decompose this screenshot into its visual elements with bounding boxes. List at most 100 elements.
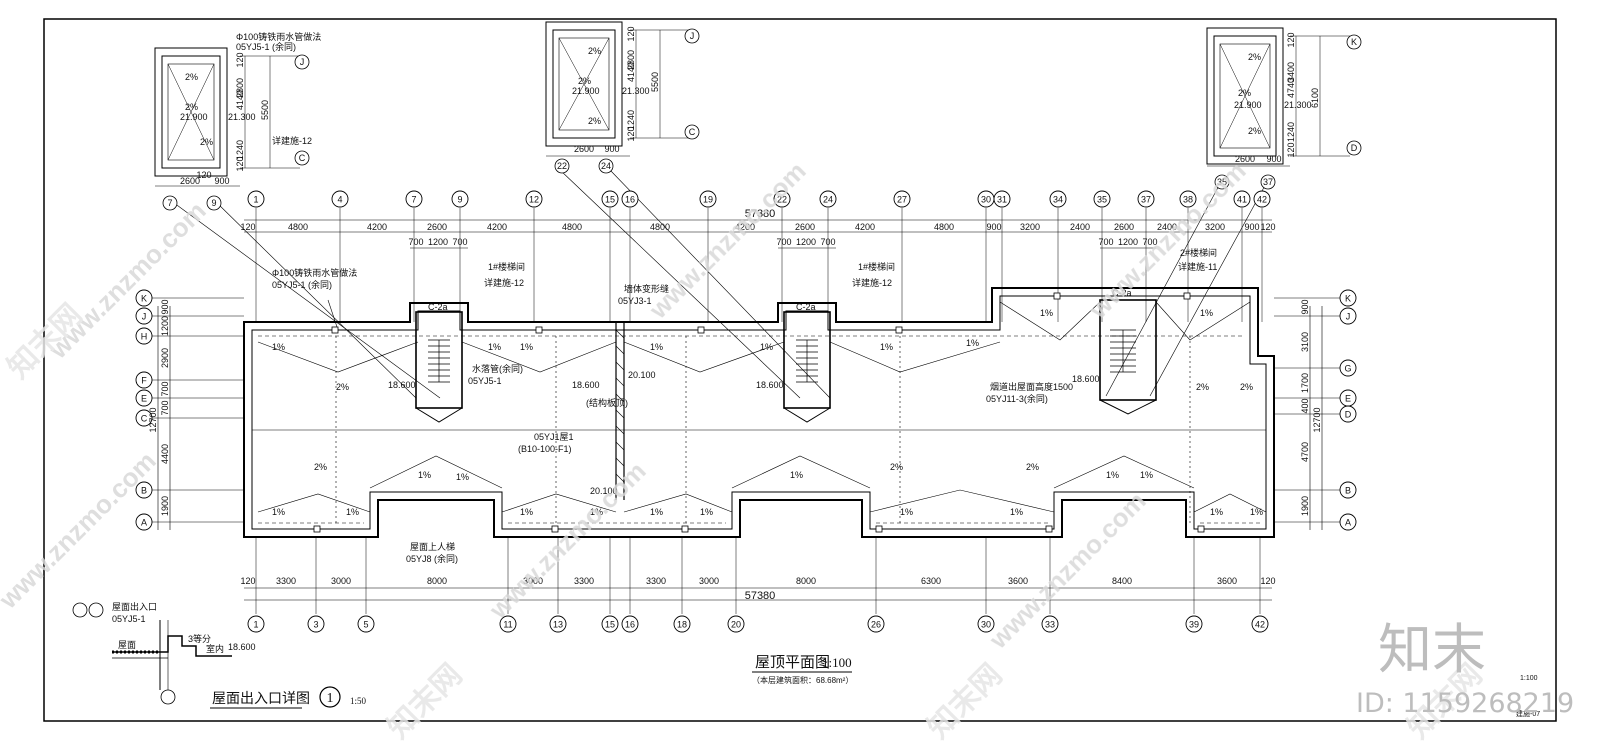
axis-bubble-top: 7 (405, 190, 423, 208)
axis-bubble-top: 4 (331, 190, 349, 208)
inset-dim: 4740 (1286, 78, 1296, 98)
axis-bubble-left: K (135, 289, 153, 307)
axis-bubble-label: K (141, 294, 147, 304)
dim-top: 4200 (855, 222, 875, 232)
inset-bubble-label: 37 (1263, 177, 1273, 187)
inset-bubble-label: J (300, 57, 305, 67)
dim-top: 3200 (1020, 222, 1040, 232)
axis-bubble-bottom: 16 (621, 615, 639, 633)
plan-labels: 1#楼梯间 详建施-12 1#楼梯间 详建施-12 2#楼梯间 详建施-11 Φ… (272, 247, 1217, 564)
inset-bubbles (162, 28, 1362, 211)
axis-bubble-label: 30 (981, 195, 991, 205)
axis-bubble-circle (135, 371, 153, 389)
dim-right-total: 12700 (1312, 407, 1322, 432)
inset-plan-left (154, 47, 300, 187)
axis-bubble-top: 22 (773, 190, 791, 208)
label-gutter-ref: 05YJ5-1 (468, 376, 502, 386)
slope-mark: 2% (1196, 382, 1209, 392)
inset-dim: 120 (626, 26, 636, 41)
axis-bubble-bottom: 1 (247, 615, 265, 633)
axis-bubble-right: B (1339, 481, 1357, 499)
dim-top: 4200 (487, 222, 507, 232)
axis-bubble-label: J (1346, 312, 1351, 322)
dim-bottom: 8000 (796, 576, 816, 586)
dim-stair: 700 (820, 237, 835, 247)
dim-bottom: 3000 (699, 576, 719, 586)
axis-bubble-circle (451, 190, 469, 208)
plan-title-scale: 1:100 (822, 655, 852, 670)
label-roof-ref: 05YJ1屋1 (534, 432, 574, 442)
inset-elev: 21.900 (572, 86, 600, 96)
axis-bubble-label: 42 (1255, 620, 1265, 630)
inset-dim-width: 900 (214, 176, 229, 186)
axis-bubble-circle (621, 615, 639, 633)
axis-bubble-circle (773, 190, 791, 208)
axis-bubble-bottom: 30 (977, 615, 995, 633)
axis-bubble-label: 26 (871, 620, 881, 630)
inset-bubble-label: J (690, 31, 695, 41)
dim-top: 4800 (650, 222, 670, 232)
label-c2a-1: C-2a (428, 302, 448, 312)
dim-left: 700 (160, 400, 170, 415)
roof-drains (313, 292, 1205, 533)
dim-top-total: 57380 (745, 208, 776, 220)
inset-plan-right (1206, 27, 1350, 167)
slope-mark: 1% (1250, 507, 1263, 517)
slope-mark: 2% (1240, 382, 1253, 392)
slope-mark: 1% (650, 342, 663, 352)
inset-dim: 2800 (626, 50, 636, 70)
axis-bubble-top: 12 (525, 190, 543, 208)
slope-mark: 1% (880, 342, 893, 352)
axis-bubble-right: E (1339, 389, 1357, 407)
slope-mark: 1% (418, 470, 431, 480)
axis-bubble-circle (247, 615, 265, 633)
axis-bubble-circle (893, 190, 911, 208)
corner-scale: 1:100 (1520, 675, 1538, 682)
dim-right: 400 (1300, 398, 1310, 413)
axis-bubble-left: H (135, 327, 153, 345)
inset-dim-width: 2600 (1235, 154, 1255, 164)
inset-bubble-labels: 7 9 J C 22 24 J C 35 37 K D (167, 31, 1357, 208)
axis-bubble-circle (601, 190, 619, 208)
axis-bubble-circle (1093, 190, 1111, 208)
dim-left: 900 (160, 299, 170, 314)
dim-top: 2400 (1157, 222, 1177, 232)
inset-bubble-label: 35 (1217, 177, 1227, 187)
axis-bubble-label: 16 (625, 620, 635, 630)
slope-mark: 1% (272, 342, 285, 352)
slope-mark: 2% (336, 382, 349, 392)
axis-bubble-left: C (135, 409, 153, 427)
axis-bubble-label: J (142, 312, 147, 322)
axis-bubble-label: 27 (897, 195, 907, 205)
inset-elev: 21.300 (228, 112, 256, 122)
dimension-lines (157, 219, 1323, 601)
axis-bubble-left: E (135, 389, 153, 407)
dim-top: 4200 (735, 222, 755, 232)
inset-bubble-label: C (689, 127, 696, 137)
axis-bubble-circle (307, 615, 325, 633)
grid-lines (152, 208, 1340, 614)
axis-bubble-label: C (141, 414, 148, 424)
dim-right: 1900 (1300, 496, 1310, 516)
label-c2a-2: C-2a (796, 302, 816, 312)
brand-logo: 知末 (1378, 618, 1486, 681)
axis-bubble-left: B (135, 481, 153, 499)
detail-step: 3等分 (188, 633, 211, 644)
elev-18600: 18.600 (756, 380, 784, 390)
inset-elev: 21.900 (180, 112, 208, 122)
axis-bubble-label: 12 (529, 195, 539, 205)
inset-slope: 2% (185, 102, 198, 112)
axis-bubble-label: 3 (313, 620, 318, 630)
corner-sheet: 建施-07 (1516, 709, 1540, 718)
watermark-site: www.znzmo.com (0, 446, 162, 615)
axis-bubble-bottom: 39 (1185, 615, 1203, 633)
dim-right: 3100 (1300, 332, 1310, 352)
axis-bubble-label: A (1345, 518, 1351, 528)
axis-bubble-left: A (135, 513, 153, 531)
